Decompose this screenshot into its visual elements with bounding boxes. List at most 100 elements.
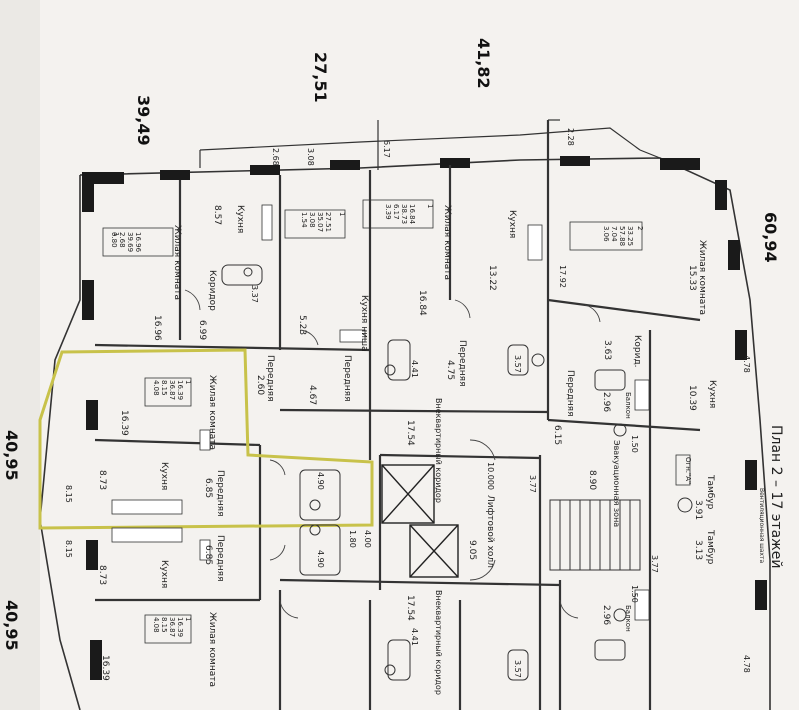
bath-area: 1.50 xyxy=(630,435,639,453)
bath-area: 3.57 xyxy=(513,355,522,373)
unit-val: 4.08 xyxy=(152,380,160,396)
room-area: 6.15 xyxy=(552,425,562,445)
room-area: 17.54 xyxy=(405,420,415,446)
unit-val: 57.88 xyxy=(618,226,626,246)
unit-val: 3.39 xyxy=(384,204,392,220)
unit-val: 36.87 xyxy=(168,617,176,637)
room-area: 16.39 xyxy=(100,655,110,681)
dim-label: 10.000 xyxy=(486,462,495,490)
room-name: Жилая комната xyxy=(697,240,707,315)
room-name: Балкон xyxy=(624,605,632,632)
area-label-a: 41,82 xyxy=(474,38,493,89)
unit-val: 2.68 xyxy=(118,232,126,248)
dimension-labels: 2.68 3.08 6.17 2.28 17.92 8.15 8.15 4.78… xyxy=(64,128,751,673)
unit-val: 39.69 xyxy=(126,232,134,252)
unit-val: 3.08 xyxy=(308,212,316,228)
room-name: Кухня xyxy=(707,380,717,408)
dim-label: 4.00 xyxy=(363,530,372,548)
room-name: Лифтовой холл xyxy=(485,495,495,568)
unit-rooms: 1 xyxy=(338,212,346,216)
plan-title: План 2 – 17 этажей xyxy=(768,425,784,568)
unit-val: 36.87 xyxy=(168,380,176,400)
unit-rooms: 2 xyxy=(636,226,644,230)
unit-val: 1.54 xyxy=(300,212,308,228)
dim-label: 3.77 xyxy=(528,475,537,493)
unit-val: 6.17 xyxy=(392,204,400,220)
dim-label: 3.08 xyxy=(306,148,315,166)
dim-label: 17.92 xyxy=(558,265,567,288)
room-area: 3.13 xyxy=(693,540,703,560)
area-label-f: 40,95 xyxy=(2,600,21,651)
room-area: 4.75 xyxy=(445,360,455,380)
room-area: 17.54 xyxy=(405,595,415,621)
room-name: Тамбур xyxy=(705,474,715,510)
section-tag-box xyxy=(675,454,691,486)
room-name: Кухня ниша xyxy=(359,295,369,352)
room-name: Передняя xyxy=(565,370,575,417)
room-name: Жилая комната xyxy=(207,375,217,450)
room-name: Кухня xyxy=(235,205,245,233)
bath-area: 3.37 xyxy=(250,285,259,303)
unit-val: 35.07 xyxy=(316,212,324,232)
room-area: 4.67 xyxy=(307,385,317,405)
room-name: Кухня xyxy=(507,210,517,238)
room-name: Жилая комната xyxy=(207,612,217,687)
unit-rooms: 1 xyxy=(112,232,120,236)
room-name: Коридор xyxy=(207,270,217,311)
building-outline xyxy=(39,127,771,710)
area-label-d: 60,94 xyxy=(761,212,780,263)
dim-label: 1.80 xyxy=(348,530,357,548)
unit-tables xyxy=(102,199,643,644)
elevator-shafts xyxy=(381,464,459,578)
area-label-c: 39,49 xyxy=(134,95,153,146)
sanitary-fixtures xyxy=(221,264,693,681)
room-name: Кухня xyxy=(159,462,169,490)
vent-tag: Вентиляционная шахта xyxy=(758,488,765,563)
unit-val: 27.51 xyxy=(324,212,332,232)
unit-val: 8.15 xyxy=(160,380,168,396)
unit-val: 16.96 xyxy=(134,232,142,253)
room-area: 13.22 xyxy=(487,265,497,291)
room-area: 3.91 xyxy=(693,500,703,520)
room-name: Эвакуационная зона xyxy=(612,440,621,527)
room-name: Передняя xyxy=(457,340,467,387)
room-area: 2.96 xyxy=(601,392,611,412)
area-label-b: 27,51 xyxy=(311,52,330,103)
bath-area: 4.41 xyxy=(410,628,419,646)
room-area: 6.85 xyxy=(203,545,213,565)
unit-val: 0.80 xyxy=(110,232,118,248)
section-tag: Огн."А" xyxy=(684,457,692,484)
dim-label: 4.78 xyxy=(742,655,751,673)
room-area: 6.85 xyxy=(203,478,213,498)
bath-labels: 3.37 3.57 4.41 4.90 4.90 4.41 3.57 1.50 … xyxy=(250,285,639,678)
room-area: 8.73 xyxy=(97,565,107,585)
room-area: 10.39 xyxy=(687,385,697,411)
bath-area: 3.57 xyxy=(513,660,522,678)
unit-val: 16.39 xyxy=(176,617,184,637)
room-name: Тамбур xyxy=(705,529,715,565)
room-name: Внеквартирный коридор xyxy=(434,590,443,695)
bath-area: 1.50 xyxy=(630,585,639,603)
unit-val: 38.73 xyxy=(400,204,408,224)
room-area: 2.60 xyxy=(255,375,265,395)
room-area: 8.90 xyxy=(587,470,597,490)
room-name: Передняя xyxy=(215,535,225,582)
room-area: 15.33 xyxy=(687,265,697,291)
unit-table-text: 1 16.96 39.69 2.68 0.80 1 16.84 38.73 6.… xyxy=(110,204,644,637)
wall-blocks xyxy=(82,156,767,680)
unit-rooms: 1 xyxy=(184,617,192,621)
unit-val: 16.39 xyxy=(176,380,184,400)
room-area: 16.96 xyxy=(152,315,162,341)
room-labels: Жилая комната 15.33 Кухня 13.22 Жилая ко… xyxy=(97,205,717,695)
area-label-e: 40,95 xyxy=(2,430,21,481)
highlighted-apartment xyxy=(38,348,374,530)
room-area: 8.57 xyxy=(212,205,222,225)
dim-label: 8.15 xyxy=(64,485,73,503)
dim-label: 2.28 xyxy=(566,128,575,146)
room-name: Корид. xyxy=(632,335,642,368)
bath-area: 4.41 xyxy=(410,360,419,378)
dim-label: 3.77 xyxy=(650,555,659,573)
room-area: 3.63 xyxy=(602,340,612,360)
room-name: Передняя xyxy=(265,355,275,402)
